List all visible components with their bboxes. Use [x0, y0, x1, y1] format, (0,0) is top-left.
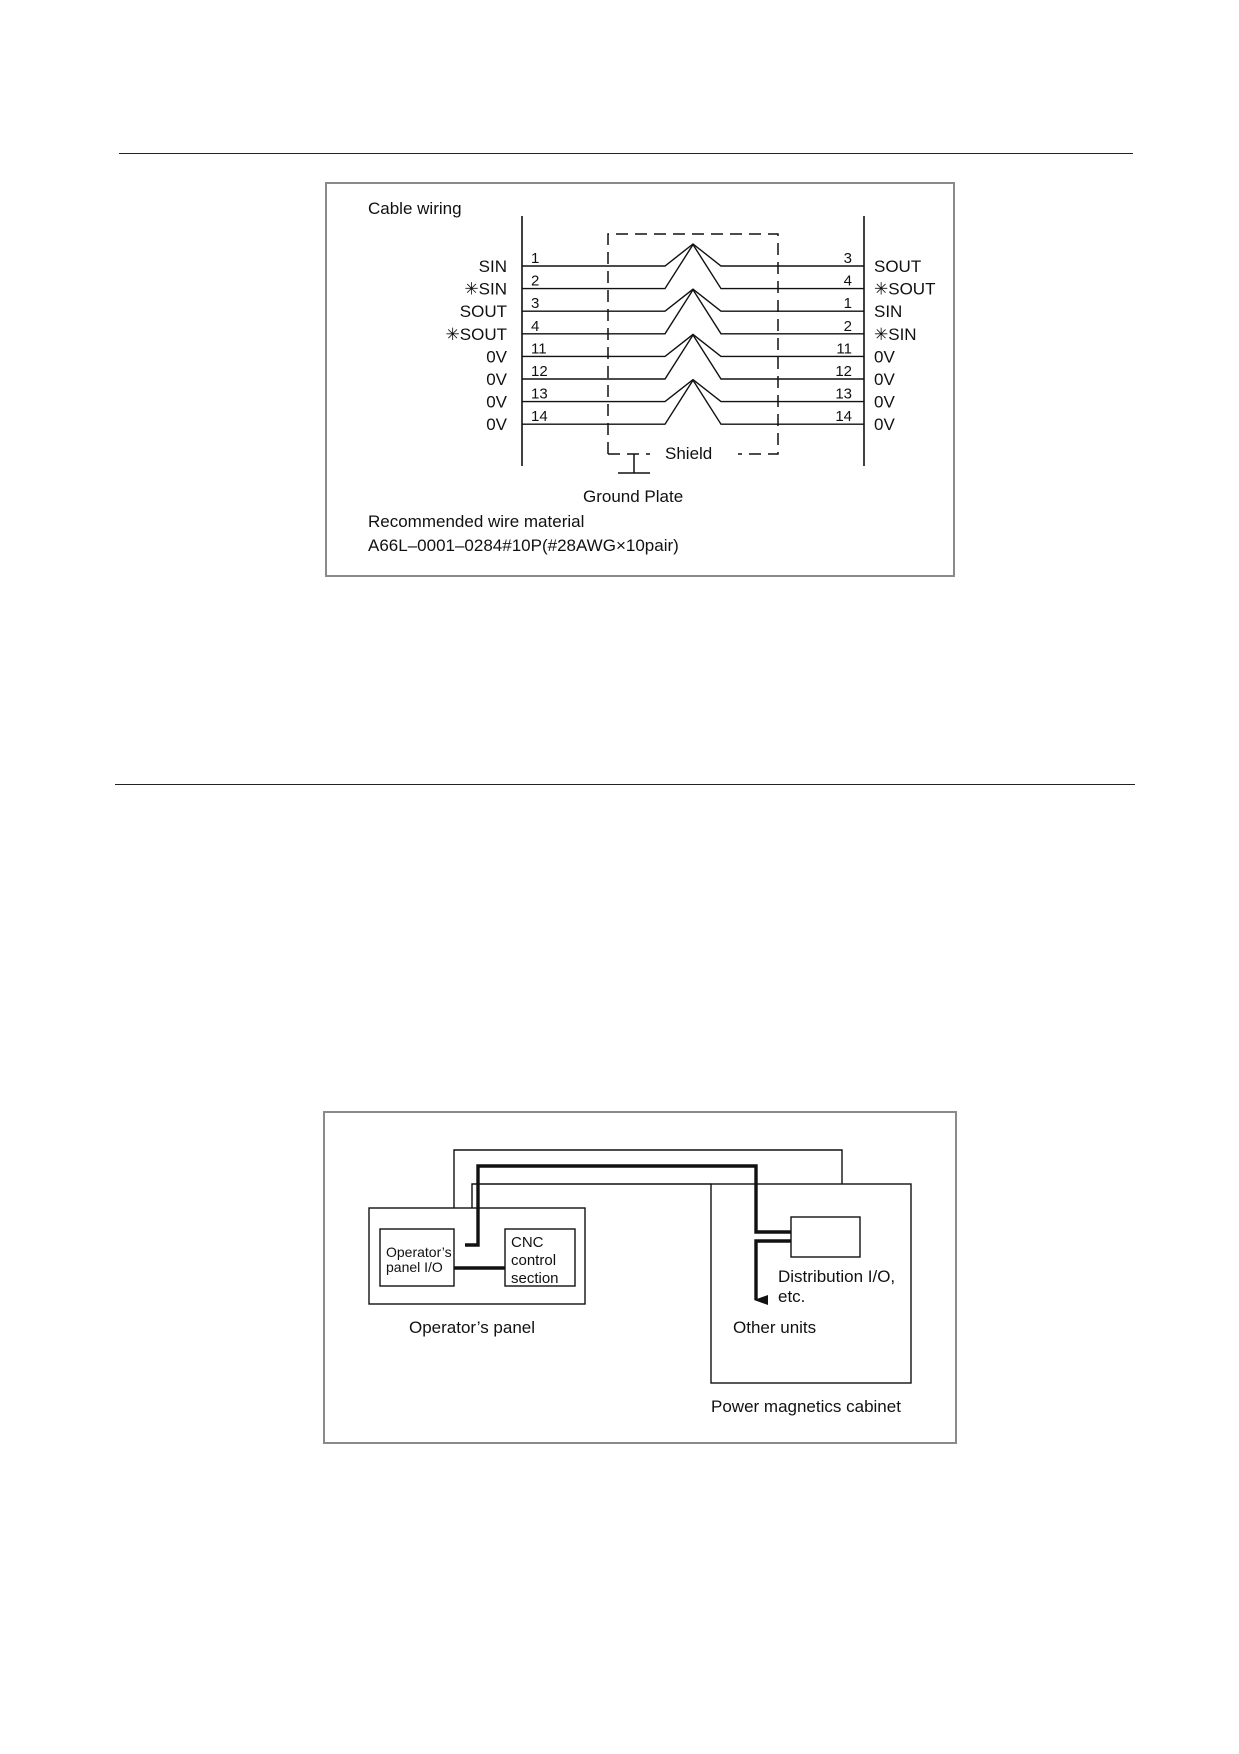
- cable-wiring-diagram: Cable wiring Shield Ground Plate Recomme…: [368, 199, 935, 555]
- operators-panel-io-box: [379, 1228, 455, 1287]
- main-io-cable: [465, 1164, 791, 1247]
- left-signal-label: SOUT: [460, 302, 507, 321]
- return-cable: [754, 1239, 791, 1305]
- wire-material-value: A66L–0001–0284#10P(#28AWG×10pair): [368, 536, 679, 555]
- cable-wiring-title: Cable wiring: [368, 199, 462, 218]
- ground-plate-label: Ground Plate: [583, 487, 683, 506]
- right-pin-number: 3: [844, 250, 852, 267]
- left-signal-label: 0V: [486, 347, 507, 366]
- wire-line: [522, 333, 864, 358]
- shield-label: Shield: [665, 444, 712, 463]
- distribution-io-box: [790, 1216, 861, 1258]
- left-pin-number: 2: [531, 273, 539, 290]
- left-pin-number: 12: [531, 363, 548, 380]
- outer-cable: [453, 1149, 843, 1208]
- right-signal-label: 0V: [874, 370, 895, 389]
- left-signal-label: 0V: [486, 415, 507, 434]
- right-signal-label: 0V: [874, 415, 895, 434]
- power-magnetics-cabinet-label: Power magnetics cabinet: [711, 1397, 901, 1416]
- right-signal-label: ✳SIN: [874, 325, 917, 344]
- operators-panel-io-label: Operator’s panel I/O: [386, 1244, 456, 1275]
- right-signal-label: 0V: [874, 347, 895, 366]
- left-pin-number: 4: [531, 318, 539, 335]
- wire-line: [522, 333, 864, 380]
- right-signal-label: 0V: [874, 393, 895, 412]
- left-pin-number: 11: [531, 340, 547, 357]
- cnc-control-label: CNC control section: [511, 1234, 560, 1287]
- wire-line: [522, 243, 864, 267]
- distribution-io-label: Distribution I/O, etc.: [778, 1267, 900, 1306]
- shield-box: [607, 233, 779, 455]
- right-pin-number: 2: [844, 318, 852, 335]
- right-signal-label: SIN: [874, 302, 902, 321]
- right-pin-number: 4: [844, 273, 852, 290]
- left-signal-label: SIN: [479, 257, 507, 276]
- operators-panel-label: Operator’s panel: [409, 1318, 535, 1337]
- right-signal-label: SOUT: [874, 257, 921, 276]
- wire-line: [522, 378, 864, 403]
- cnc-control-box: [504, 1228, 576, 1287]
- left-signal-label: ✳SIN: [464, 280, 507, 299]
- right-pin-number: 1: [844, 295, 852, 312]
- left-pin-number: 1: [531, 250, 539, 267]
- wire-line: [522, 243, 864, 290]
- connection-diagram: Operator’s panel I/O CNC control section…: [368, 1149, 912, 1416]
- wire-line: [522, 288, 864, 335]
- right-pin-number: 14: [835, 408, 852, 425]
- left-pin-number: 3: [531, 295, 539, 312]
- right-pin-number: 12: [835, 363, 852, 380]
- left-signal-label: 0V: [486, 393, 507, 412]
- wire-pairs: [522, 243, 864, 425]
- wire-material-heading: Recommended wire material: [368, 512, 584, 531]
- right-pin-number: 11: [836, 340, 852, 357]
- left-pin-number: 14: [531, 408, 548, 425]
- right-pin-number: 13: [835, 386, 852, 403]
- top-rule: [119, 153, 1133, 154]
- other-units-label: Other units: [733, 1318, 816, 1337]
- wire-line: [522, 288, 864, 312]
- wire-line: [522, 378, 864, 425]
- left-signal-label: 0V: [486, 370, 507, 389]
- left-pin-number: 13: [531, 386, 548, 403]
- left-signal-label: ✳SOUT: [446, 325, 507, 344]
- middle-rule: [115, 784, 1135, 785]
- right-pin-labels: 3 SOUT 4 ✳SOUT 1 SIN 2 ✳SIN 11 0V 12 0V 13 0V 14 0V: [835, 250, 935, 434]
- right-signal-label: ✳SOUT: [874, 280, 935, 299]
- inner-cable: [471, 1183, 711, 1208]
